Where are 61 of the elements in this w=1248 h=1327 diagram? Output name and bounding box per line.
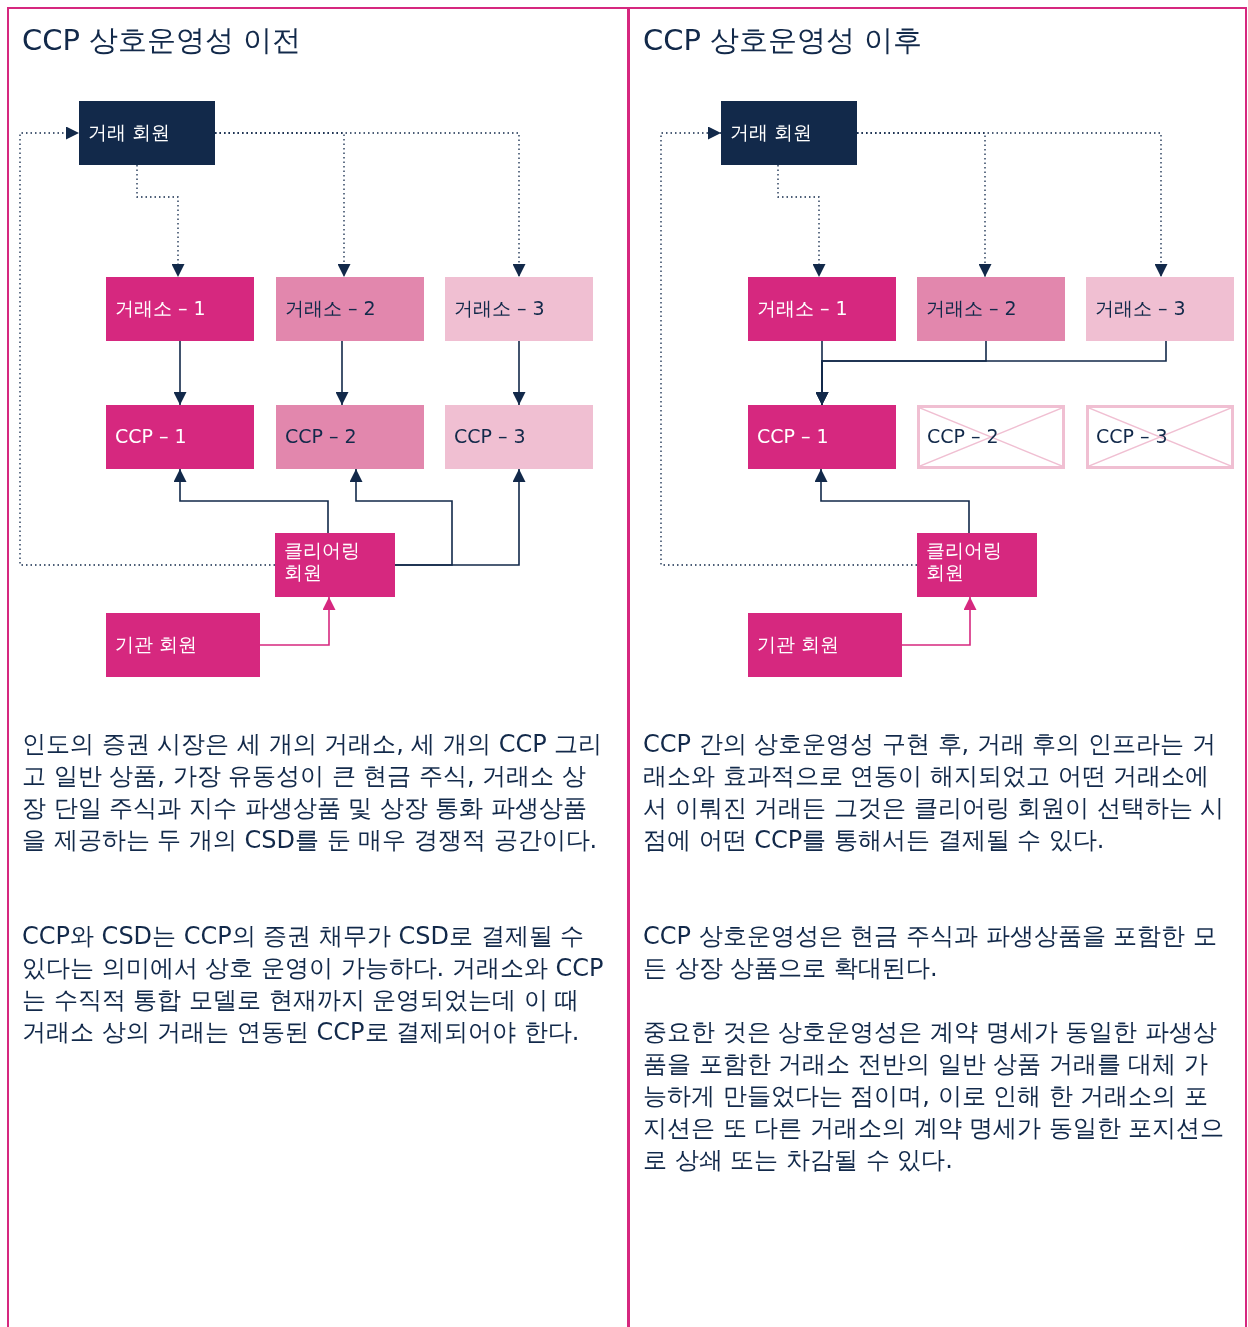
arrow: [349, 468, 453, 566]
panel-title: CCP 상호운영성 이전: [22, 23, 302, 58]
dotted-arrow: [856, 132, 1168, 278]
paragraph: 중요한 것은 상호운영성은 계약 명세가 동일한 파생상품을 포함한 거래소 전반의 일반 상품 거래를 대체 가능하게 만들었다는 점이며, 이로 인해 한 거래소의 포지션은 또 다른 거래소의 계약 명세가 동일한 포지션으로 상쇄 또는 차감될 수 있다.: [643, 1017, 1226, 1176]
process-box: [445, 405, 593, 469]
box-label: CCP – 2: [927, 426, 999, 448]
box-label: 거래 회원: [730, 122, 813, 144]
box-label: 기관 회원: [757, 634, 840, 656]
arrow: [335, 340, 349, 406]
arrow: [173, 468, 329, 534]
paragraph: 인도의 증권 시장은 세 개의 거래소, 세 개의 CCP 그리고 일반 상품, 가장 유동성이 큰 현금 주식, 거래소 상장 단일 주식과 지수 파생상품 및 상장 통화 파생상품을 제공하는 두 개의 CSD를 둔 매우 경쟁적 공간이다.: [22, 729, 604, 856]
dotted-arrow: [136, 164, 185, 278]
process-box: [445, 277, 593, 341]
box-label: 거래소 – 2: [926, 298, 1017, 320]
arrow: [173, 340, 187, 406]
process-box: [275, 533, 395, 597]
process-box: [106, 277, 254, 341]
box-label: CCP – 2: [285, 426, 357, 448]
arrow: [394, 468, 526, 566]
process-box: [748, 613, 902, 677]
box-label: 클리어링 회원: [926, 540, 1003, 584]
process-box: [106, 613, 260, 677]
dotted-arrow: [214, 132, 526, 278]
process-box: [79, 101, 215, 165]
crossed-out-box: [917, 405, 1065, 469]
box-label: 클리어링 회원: [284, 540, 361, 584]
process-box: [748, 277, 896, 341]
panel-title: CCP 상호운영성 이후: [643, 23, 923, 58]
box-label: 기관 회원: [115, 634, 198, 656]
box-label: CCP – 3: [454, 426, 526, 448]
panel: [7, 7, 629, 1327]
process-box: [748, 405, 896, 469]
box-label: 거래소 – 3: [454, 298, 545, 320]
box-label: CCP – 1: [757, 426, 829, 448]
box-label: CCP – 3: [1096, 426, 1168, 448]
arrow: [259, 596, 336, 646]
process-box: [917, 277, 1065, 341]
process-box: [276, 277, 424, 341]
arrow: [814, 468, 970, 534]
panel: [628, 7, 1247, 1327]
box-label: 거래 회원: [88, 122, 171, 144]
arrow: [901, 596, 977, 646]
dotted-arrow: [19, 126, 276, 566]
box-label: 거래소 – 1: [757, 298, 848, 320]
process-box: [721, 101, 857, 165]
process-box: [106, 405, 254, 469]
process-box: [1086, 277, 1234, 341]
box-label: 거래소 – 1: [115, 298, 206, 320]
box-label: 거래소 – 3: [1095, 298, 1186, 320]
crossed-out-box: [1086, 405, 1234, 469]
paragraph: CCP와 CSD는 CCP의 증권 채무가 CSD로 결제될 수 있다는 의미에서 상호 운영이 가능하다. 거래소와 CCP는 수직적 통합 모델로 현재까지 운영되었는데 이 때 거래소 상의 거래는 연동된 CCP로 결제되어야 한다.: [22, 921, 605, 1048]
box-label: 거래소 – 2: [285, 298, 376, 320]
paragraph: CCP 간의 상호운영성 구현 후, 거래 후의 인프라는 거래소와 효과적으로 연동이 해지되었고 어떤 거래소에서 이뤄진 거래든 그것은 클리어링 회원이 선택하는 시점에 어떤 CCP를 통해서든 결제될 수 있다.: [643, 729, 1226, 856]
dotted-arrow: [660, 126, 918, 566]
paragraph: CCP 상호운영성은 현금 주식과 파생상품을 포함한 모든 상장 상품으로 확대된다.: [643, 921, 1218, 984]
dotted-arrow: [777, 164, 826, 278]
process-box: [276, 405, 424, 469]
box-label: CCP – 1: [115, 426, 187, 448]
arrow: [815, 340, 1167, 406]
process-box: [917, 533, 1037, 597]
arrow: [512, 340, 526, 406]
